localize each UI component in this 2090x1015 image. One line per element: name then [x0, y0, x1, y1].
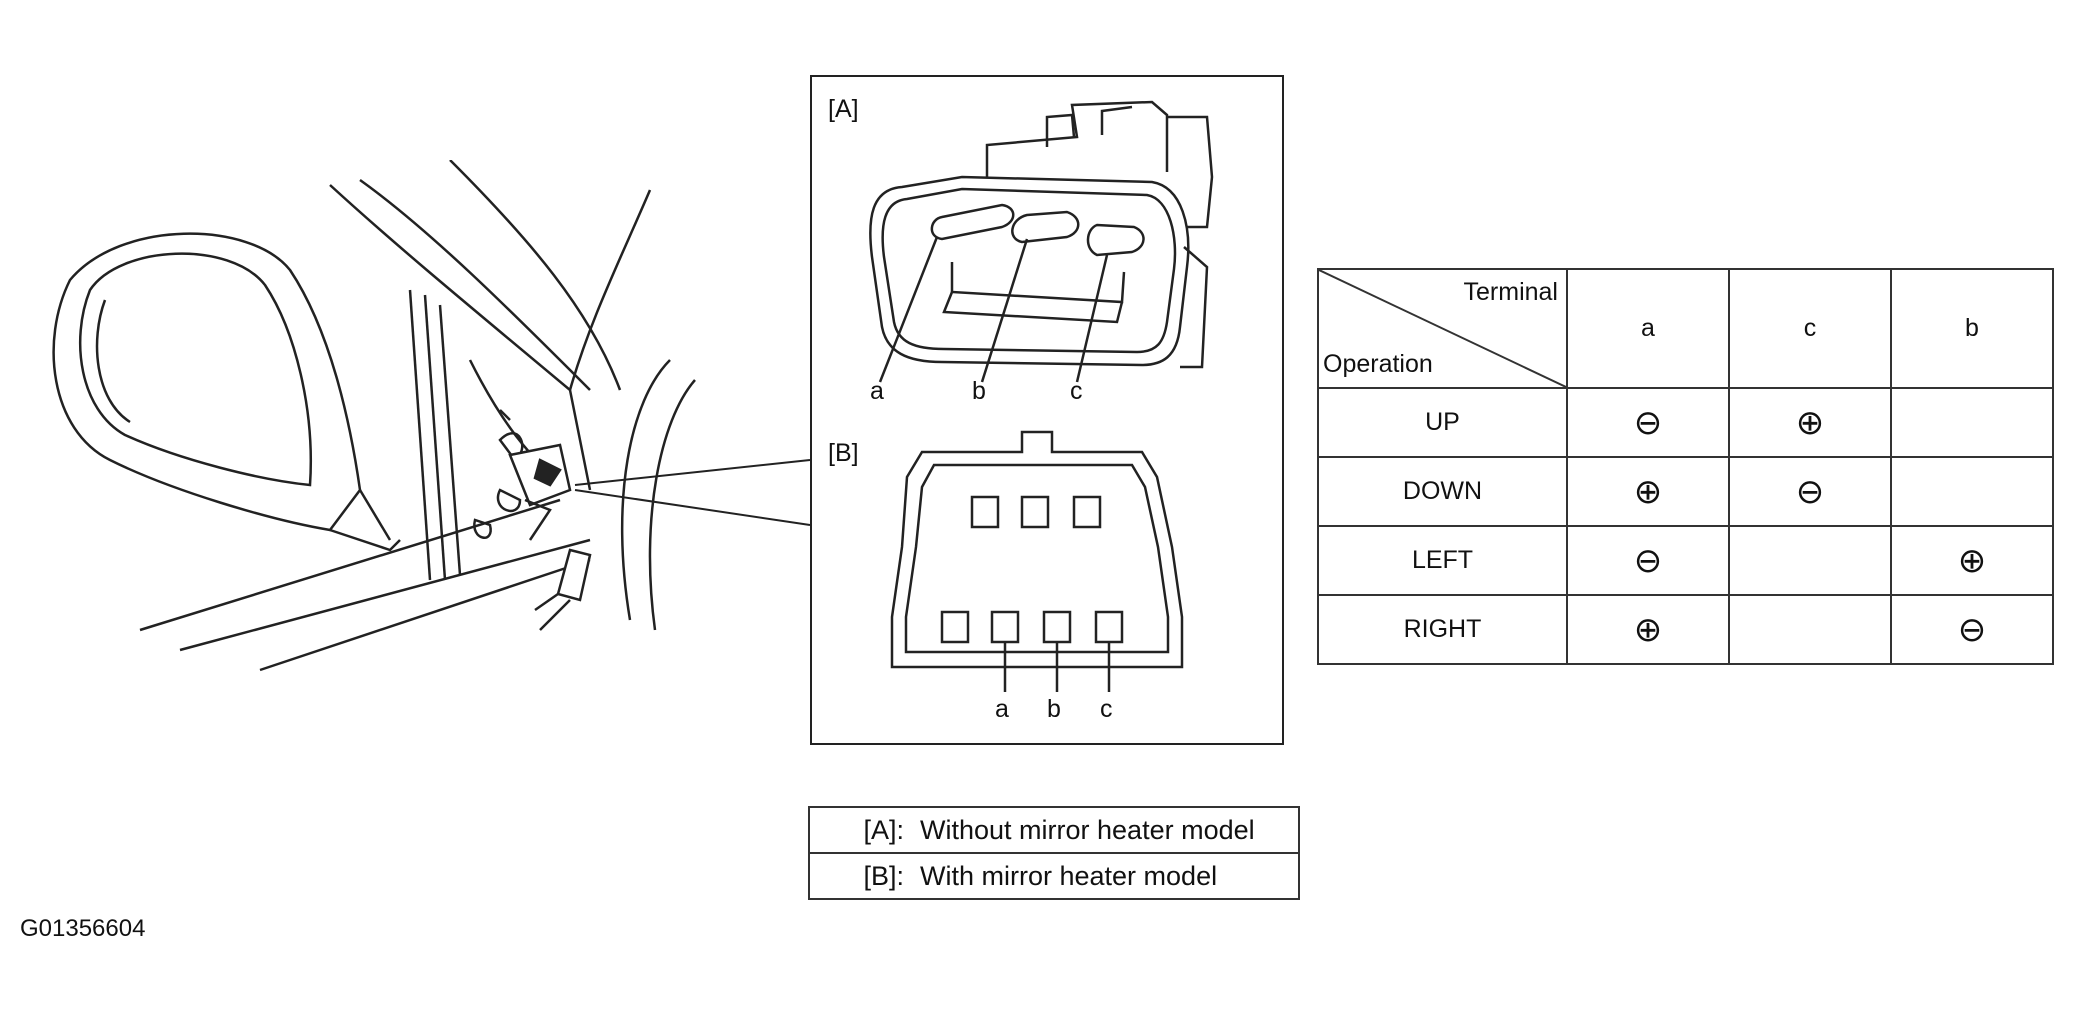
operation-header: Operation: [1323, 350, 1433, 378]
connector-b-pin-c-shape: [1094, 610, 1124, 644]
legend-key-b: [B]:: [808, 852, 908, 900]
connector-a-blade-c: [1086, 223, 1145, 257]
mirror-housing: [52, 232, 362, 532]
connector-detail-box: [A] [B] a b c: [810, 75, 1284, 745]
polarity-cell: ⊖: [1728, 456, 1892, 527]
leader-line-upper: [574, 459, 811, 486]
connector-a-pin-a: a: [870, 377, 884, 405]
callout-a-label: [A]: [828, 95, 859, 123]
legend-value-a: Without mirror heater model: [908, 806, 1300, 854]
polarity-cell: ⊕: [1566, 456, 1730, 527]
connector-a-pin-c: c: [1070, 377, 1083, 405]
table-row: DOWN ⊕ ⊖: [1317, 456, 2054, 527]
table-row: LEFT ⊖ ⊕: [1317, 525, 2054, 596]
connector-b-pin-a-shape: [990, 610, 1020, 644]
table-header-row: Terminal Operation a c b: [1317, 268, 2054, 389]
polarity-cell: ⊖: [1890, 594, 2054, 665]
polarity-cell: ⊖: [1566, 387, 1730, 458]
column-header-c: c: [1728, 268, 1892, 389]
leader-line-lower: [574, 489, 811, 526]
column-header-a: a: [1566, 268, 1730, 389]
connector-b-pin-b-shape: [1042, 610, 1072, 644]
connector-b-pin-a: a: [995, 695, 1009, 723]
legend-row-b: [B]: With mirror heater model: [808, 852, 1300, 900]
connector-a-pin-b: b: [972, 377, 986, 405]
connector-a-drawing: [869, 100, 1214, 383]
connector-a-blade-b: [1011, 210, 1080, 244]
terminal-operation-table: Terminal Operation a c b UP ⊖ ⊕ DOWN ⊕ ⊖…: [1317, 268, 2054, 665]
callout-b-label: [B]: [828, 439, 859, 467]
legend-key-a: [A]:: [808, 806, 908, 854]
terminal-header: Terminal: [1463, 278, 1558, 306]
operation-cell: LEFT: [1317, 525, 1568, 596]
operation-cell: UP: [1317, 387, 1568, 458]
connector-b-pin-b: b: [1047, 695, 1061, 723]
model-legend: [A]: Without mirror heater model [B]: Wi…: [808, 806, 1300, 900]
polarity-cell: ⊕: [1566, 594, 1730, 665]
polarity-cell: [1890, 387, 2054, 458]
door-mirror-illustration: [52, 160, 696, 672]
table-row: UP ⊖ ⊕: [1317, 387, 2054, 458]
corner-diagonal: [1319, 270, 1566, 387]
polarity-cell: ⊖: [1566, 525, 1730, 596]
polarity-cell: [1728, 594, 1892, 665]
connector-a-blade-a: [930, 203, 1015, 241]
operation-cell: DOWN: [1317, 456, 1568, 527]
connector-b-pin-c: c: [1100, 695, 1113, 723]
figure-id: G01356604: [20, 915, 146, 942]
polarity-cell: ⊕: [1890, 525, 2054, 596]
table-row: RIGHT ⊕ ⊖: [1317, 594, 2054, 665]
legend-value-b: With mirror heater model: [908, 852, 1300, 900]
polarity-cell: [1728, 525, 1892, 596]
legend-row-a: [A]: Without mirror heater model: [808, 806, 1300, 854]
operation-cell: RIGHT: [1317, 594, 1568, 665]
column-header-b: b: [1890, 268, 2054, 389]
mirror-glass: [79, 252, 312, 487]
polarity-cell: [1890, 456, 2054, 527]
polarity-cell: ⊕: [1728, 387, 1892, 458]
table-corner-cell: Terminal Operation: [1317, 268, 1568, 389]
connector-b-drawing: [890, 430, 1184, 692]
